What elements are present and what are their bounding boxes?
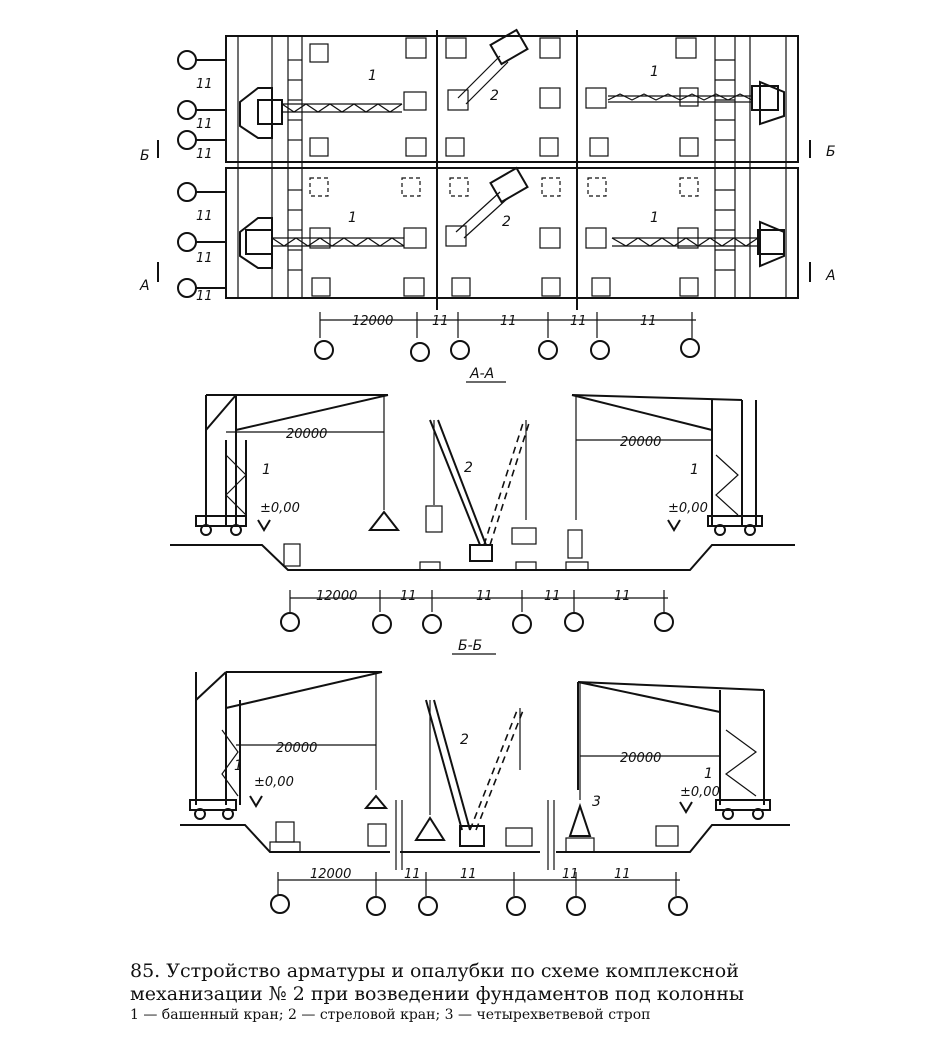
- section-aa-mobile-crane: [425, 419, 537, 562]
- section-bb-title: Б-Б: [458, 638, 482, 654]
- section-aa-tower-crane-right: [567, 394, 763, 559]
- section-bb-ground-right: [556, 824, 790, 853]
- section-bb-dim-11-d: 11: [614, 867, 631, 882]
- plan-label-2-top: 2: [490, 88, 499, 104]
- section-mark-b-right: Б: [826, 144, 836, 160]
- section-aa-dim-right: 20000: [620, 435, 661, 450]
- plan-mobile-crane-bottom: [445, 166, 529, 247]
- section-aa-dim-11-d: 11: [614, 589, 631, 604]
- section-aa-label-1-right: 1: [690, 462, 699, 478]
- plan-label-1-top-right: 1: [650, 64, 659, 80]
- section-bb-mobile-crane: [414, 699, 533, 847]
- plan-row-dim-3: 11: [196, 147, 213, 162]
- figure-caption: 85. Устройство арматуры и опалубки по сх…: [130, 960, 850, 1024]
- section-aa-elev-right: ±0,00: [668, 501, 708, 516]
- plan-row-dim-1: 11: [196, 77, 213, 92]
- section-mark-a-left: А: [139, 278, 150, 294]
- section-bb-dim-12000: 12000: [310, 867, 351, 882]
- plan-dim-11-d: 11: [640, 314, 657, 329]
- section-aa-tower-crane-left: [195, 394, 401, 536]
- section-bb-dim-11-c: 11: [562, 867, 579, 882]
- plan-foundations: [309, 37, 699, 297]
- section-bb-tower-crane-left: [189, 671, 389, 820]
- section-bb-label-1-right: 1: [704, 766, 713, 782]
- plan-label-1-top-left: 1: [368, 68, 377, 84]
- caption-legend: 1 — башенный кран; 2 — стреловой кран; 3…: [130, 1007, 651, 1023]
- section-bb-ground-left: [180, 824, 390, 853]
- section-bb-elev-left: ±0,00: [254, 775, 294, 790]
- plan-view: 12000 11 11 11 11 1 2 1 1 2 1 11 11 11 1…: [139, 28, 836, 362]
- plan-tower-crane-bottom-right: [611, 220, 785, 268]
- section-bb-tower-crane-right: [568, 681, 771, 847]
- section-bb-dim-11-b: 11: [460, 867, 477, 882]
- plan-row-dim-2: 11: [196, 117, 213, 132]
- section-aa-dim-11-b: 11: [476, 589, 493, 604]
- section-bb-label-2: 2: [460, 732, 469, 748]
- plan-tower-crane-bottom-left: [239, 217, 405, 269]
- plan-label-2-bottom: 2: [502, 214, 511, 230]
- section-aa-dim-12000: 12000: [316, 589, 357, 604]
- caption-line-1: 85. Устройство арматуры и опалубки по сх…: [130, 960, 739, 982]
- plan-row-dim-6: 11: [196, 289, 213, 304]
- section-aa-pit: [170, 544, 795, 571]
- section-aa-dim-left: 20000: [286, 427, 327, 442]
- plan-strip-top: [225, 35, 799, 163]
- section-aa-dim-11-a: 11: [400, 589, 417, 604]
- plan-dim-11-a: 11: [432, 314, 449, 329]
- plan-row-dim-5: 11: [196, 251, 213, 266]
- plan-row-dim-4: 11: [196, 209, 213, 224]
- section-aa-label-2: 2: [464, 460, 473, 476]
- plan-dim-11-b: 11: [500, 314, 517, 329]
- plan-label-1-bottom-left: 1: [348, 210, 357, 226]
- section-mark-b-left: Б: [140, 148, 150, 164]
- section-bb-label-1-left: 1: [234, 758, 243, 774]
- section-aa-label-1-left: 1: [262, 462, 271, 478]
- section-aa-title: А-А: [469, 366, 494, 382]
- caption-line-2: механизации № 2 при возведении фундамент…: [130, 983, 744, 1005]
- section-bb-dim-right: 20000: [620, 751, 661, 766]
- plan-mobile-crane-top: [447, 28, 529, 111]
- section-bb-label-3: 3: [592, 794, 601, 810]
- section-bb-dim-11-a: 11: [404, 867, 421, 882]
- plan-dim-11-c: 11: [570, 314, 587, 329]
- section-aa-elev-left: ±0,00: [260, 501, 300, 516]
- section-aa: А-А 20000 ±0,00 1: [170, 366, 795, 634]
- plan-label-1-bottom-right: 1: [650, 210, 659, 226]
- plan-dim-12000: 12000: [352, 314, 393, 329]
- section-bb-dim-left: 20000: [276, 741, 317, 756]
- section-aa-dim-11-c: 11: [544, 589, 561, 604]
- section-bb-elev-right: ±0,00: [680, 785, 720, 800]
- section-bb: Б-Б 20000 ±0,00 1: [180, 638, 790, 916]
- plan-tower-crane-top-left: [239, 87, 403, 139]
- section-mark-a-right: А: [825, 268, 836, 284]
